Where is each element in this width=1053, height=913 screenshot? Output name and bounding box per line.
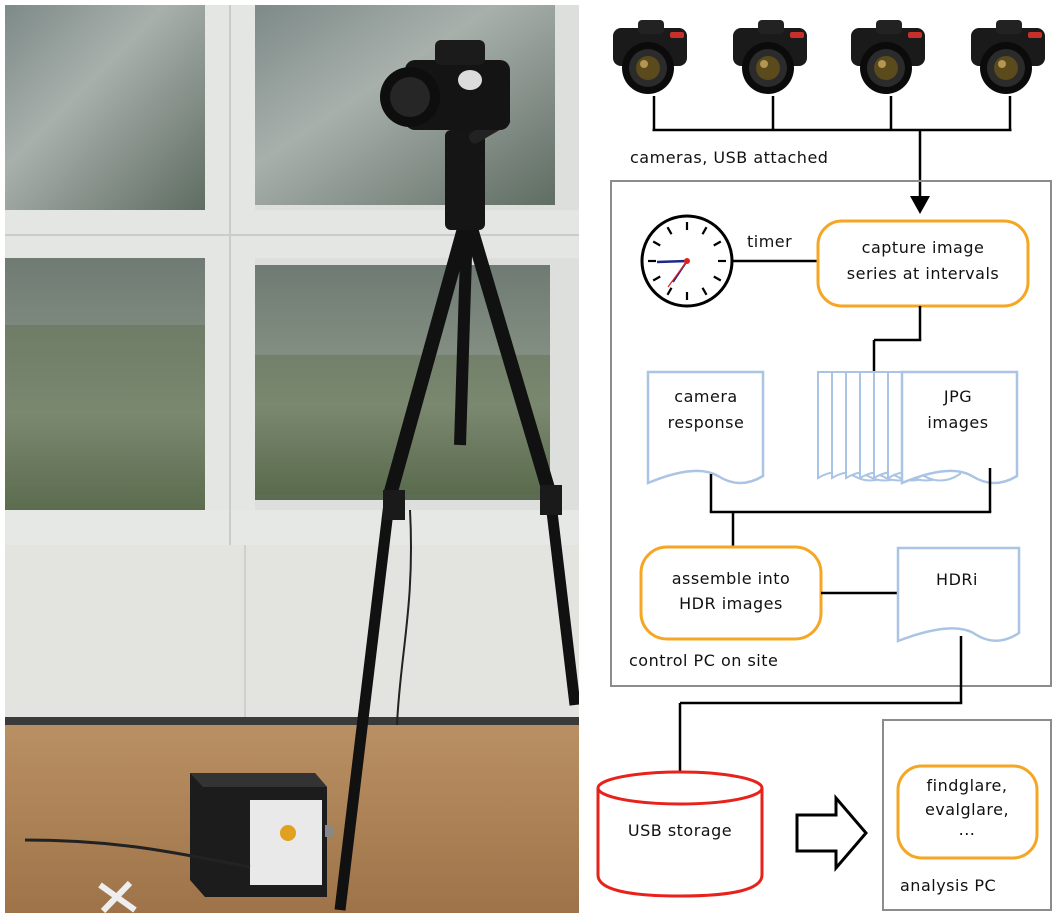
camera-icon bbox=[613, 20, 687, 94]
analysis-box-line-3: ... bbox=[958, 820, 976, 839]
analysis-box-line-2: evalglare, bbox=[924, 800, 1010, 819]
control-pc-frame bbox=[610, 180, 1052, 687]
assemble-box-line-2: HDR images bbox=[679, 594, 783, 613]
hdri-label: HDRi bbox=[936, 570, 978, 589]
analysis-pc-label: analysis PC bbox=[900, 876, 997, 895]
camera-icon bbox=[851, 20, 925, 94]
camera-response-line-2: response bbox=[667, 413, 745, 432]
analysis-pc-frame bbox=[882, 719, 1052, 911]
cameras-label: cameras, USB attached bbox=[630, 148, 829, 167]
camera-icon bbox=[733, 20, 807, 94]
hollow-arrow-icon bbox=[795, 793, 868, 873]
analysis-box-line-1: findglare, bbox=[926, 776, 1008, 795]
photo-tripod-camera-setup bbox=[5, 5, 579, 913]
jpg-doc-line-1: JPG bbox=[943, 387, 973, 406]
clock-icon bbox=[640, 214, 734, 308]
capture-process-box bbox=[816, 219, 1030, 308]
pc-to-storage-connector bbox=[678, 636, 963, 774]
camera-usb-bus bbox=[652, 96, 1012, 198]
timer-label: timer bbox=[747, 232, 793, 251]
jpg-doc-line-2: images bbox=[927, 413, 989, 432]
arrowhead-icon bbox=[910, 196, 930, 214]
usb-storage-cylinder bbox=[596, 770, 764, 898]
analysis-process-box bbox=[896, 764, 1039, 860]
capture-box-line-2: series at intervals bbox=[846, 264, 1000, 283]
camera-icon bbox=[971, 20, 1045, 94]
merge-connector bbox=[709, 468, 992, 547]
capture-to-images-connector bbox=[872, 306, 922, 372]
control-pc-label: control PC on site bbox=[629, 651, 779, 670]
assemble-box-line-1: assemble into bbox=[671, 569, 791, 588]
capture-box-line-1: capture image bbox=[861, 238, 985, 257]
usb-storage-label: USB storage bbox=[627, 821, 733, 840]
camera-response-doc bbox=[646, 370, 765, 485]
hdri-doc bbox=[896, 546, 1021, 643]
jpg-images-doc bbox=[900, 370, 1019, 485]
camera-response-line-1: camera bbox=[674, 387, 738, 406]
